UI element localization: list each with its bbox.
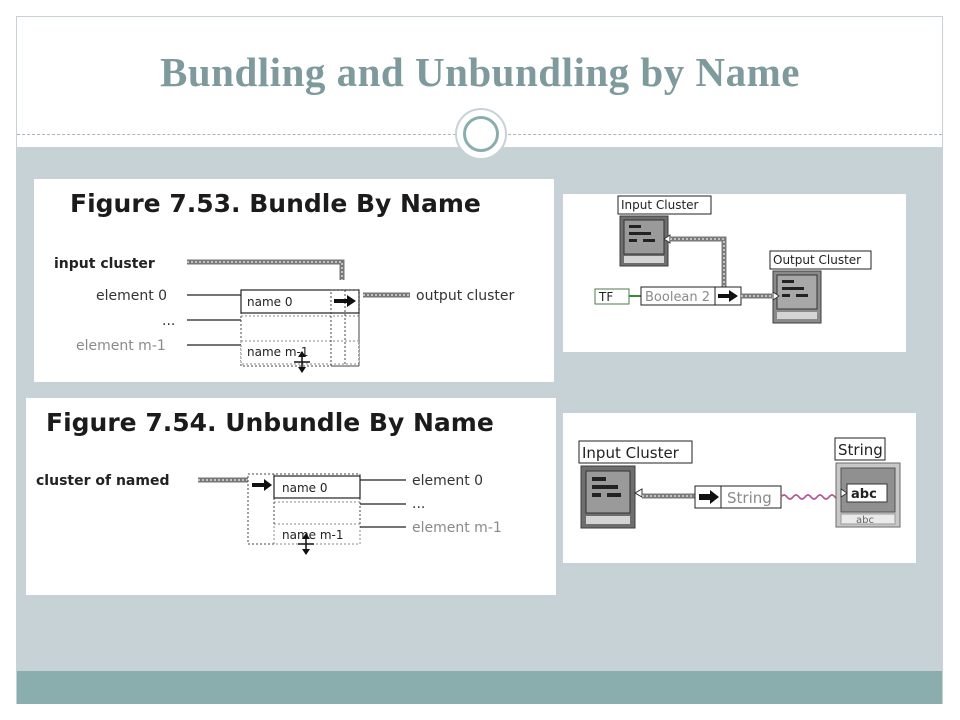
unbundle-example-unbundle-node xyxy=(694,485,782,509)
unbundle-example-element-label: String xyxy=(727,489,772,507)
unbundle-ellipsis: ... xyxy=(412,496,425,512)
bundle-figure-diagram: Figure 7.53. Bundle By Name input cluste… xyxy=(54,189,514,373)
slide-title: Bundling and Unbundling by Name xyxy=(160,49,800,95)
bundle-example-input-label-box xyxy=(617,195,712,215)
circle-ornament xyxy=(455,108,507,160)
bundle-node-name-first: name 0 xyxy=(247,295,292,309)
bundle-ellipsis: ... xyxy=(162,313,175,329)
unbundle-figure-title: Figure 7.54. Unbundle By Name xyxy=(46,408,494,437)
unbundle-resize-handle xyxy=(298,533,314,555)
bundle-figure-title: Figure 7.53. Bundle By Name xyxy=(70,189,481,218)
unbundle-figure-panel: Figure 7.54. Unbundle By Name cluster of… xyxy=(26,398,556,595)
unbundle-example-indicator-value: abc xyxy=(851,487,877,502)
unbundle-example-output-label-box xyxy=(834,437,886,461)
footer-band xyxy=(17,671,942,704)
bundle-input-wire xyxy=(187,259,345,280)
unbundle-element-last-label: element m-1 xyxy=(412,520,502,536)
bundle-example-output-label-box xyxy=(769,250,872,270)
unbundle-node-name-first: name 0 xyxy=(282,481,327,495)
bundle-figure-panel: Figure 7.53. Bundle By Name input cluste… xyxy=(34,179,554,382)
svg-text:TF: TF xyxy=(598,290,613,304)
unbundle-input-label: cluster of named xyxy=(36,473,169,489)
bundle-resize-handle xyxy=(294,351,310,373)
unbundle-element-first-label: element 0 xyxy=(412,473,483,489)
unbundle-example-diagram: Input Cluster String String abc a xyxy=(578,437,901,529)
unbundle-example-input-cluster-terminal xyxy=(580,465,643,529)
bundle-example-panel: Input Cluster TF Boolean 2 Output Cluste… xyxy=(563,194,906,352)
unbundle-example-panel: Input Cluster String String abc a xyxy=(563,413,916,563)
bundle-input-label: input cluster xyxy=(54,256,155,272)
unbundle-example-string-indicator xyxy=(835,462,901,528)
bundle-example-cluster-wire xyxy=(670,236,727,292)
bundle-by-name-node xyxy=(240,289,360,367)
bundle-example-input-label: Input Cluster xyxy=(621,198,699,212)
bundle-output-label: output cluster xyxy=(416,288,514,304)
unbundle-figure-diagram: Figure 7.54. Unbundle By Name cluster of… xyxy=(36,408,502,555)
bundle-example-output-cluster-indicator xyxy=(772,270,822,324)
bundle-node-name-last: name m-1 xyxy=(247,345,309,359)
bundle-example-element-label: Boolean 2 xyxy=(645,290,710,305)
unbundle-example-output-label: String xyxy=(838,441,883,459)
unbundle-example-input-label: Input Cluster xyxy=(582,444,680,462)
unbundle-example-input-label-box xyxy=(578,440,693,464)
unbundle-node-name-last: name m-1 xyxy=(282,528,344,542)
bundle-example-input-cluster-terminal xyxy=(619,215,671,267)
bundle-example-boolean-constant: TF xyxy=(594,288,630,305)
bundle-element-last-label: element m-1 xyxy=(76,338,166,354)
unbundle-example-indicator-type: abc xyxy=(856,515,874,526)
bundle-example-output-label: Output Cluster xyxy=(773,253,861,267)
bundle-element-first-label: element 0 xyxy=(96,288,167,304)
unbundle-by-name-node xyxy=(247,473,361,545)
bundle-example-diagram: Input Cluster TF Boolean 2 Output Cluste… xyxy=(594,195,872,324)
unbundle-example-string-wire xyxy=(780,494,842,500)
